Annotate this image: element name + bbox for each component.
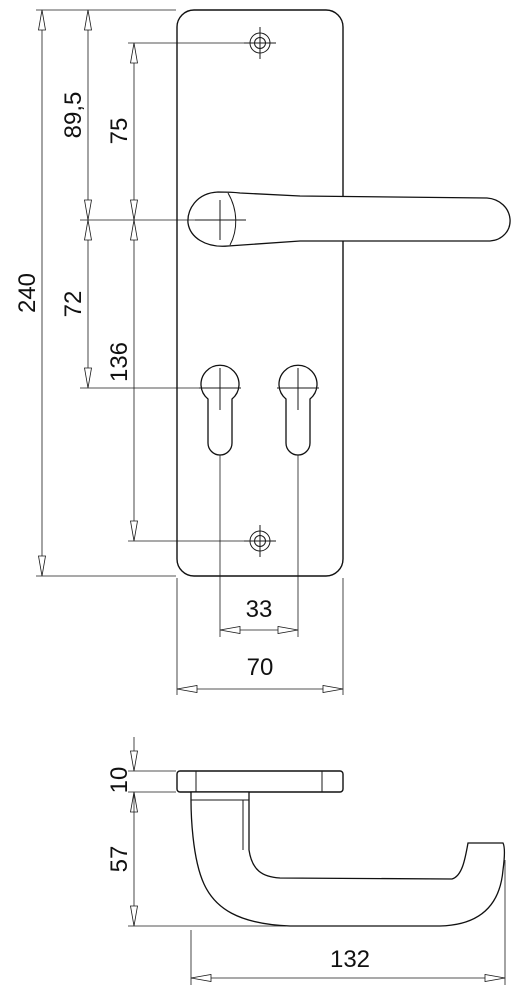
dim-136-label: 136	[106, 342, 133, 382]
dim-89-5: 89,5	[60, 9, 92, 221]
dim-132: 132	[190, 946, 506, 982]
dim-10: 10	[106, 737, 138, 813]
keyhole-left	[199, 364, 241, 456]
dim-75: 75	[106, 42, 138, 221]
dim-132-label: 132	[330, 946, 370, 973]
dim-10-label: 10	[106, 767, 133, 794]
dim-33: 33	[219, 596, 299, 634]
dim-70-label: 70	[247, 654, 274, 681]
dim-136: 136	[106, 219, 138, 542]
backplate	[176, 9, 344, 577]
side-view: 10 57 132	[106, 737, 506, 985]
dim-70: 70	[176, 654, 344, 693]
bottom-screw	[244, 525, 276, 557]
top-screw	[244, 27, 276, 59]
backplate-side	[176, 770, 344, 793]
lever-handle-front	[187, 191, 511, 247]
dim-72: 72	[60, 219, 92, 389]
dim-240: 240	[14, 9, 46, 577]
front-view: 240 89,5 72 75 136	[14, 9, 511, 695]
dim-72-label: 72	[60, 291, 87, 318]
keyhole-right	[277, 364, 319, 456]
lever-handle-side	[190, 791, 506, 927]
dim-240-label: 240	[14, 273, 41, 313]
dim-75-label: 75	[106, 118, 133, 145]
dim-89-5-label: 89,5	[60, 92, 87, 139]
dim-57-label: 57	[106, 846, 133, 873]
dim-57: 57	[106, 792, 138, 927]
dim-33-label: 33	[246, 596, 273, 623]
